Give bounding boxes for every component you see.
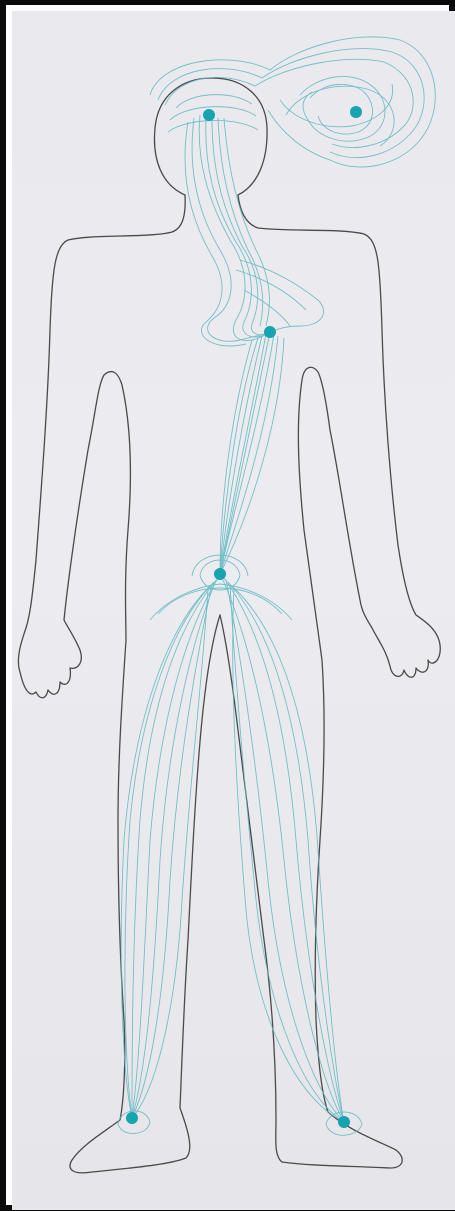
left-side-outline: [18, 195, 220, 1173]
chest-node: [264, 326, 276, 338]
pelvis-node: [214, 568, 226, 580]
head-node: [203, 109, 215, 121]
energy-nodes: [126, 106, 362, 1128]
aura-node: [350, 106, 362, 118]
right-foot-node: [338, 1116, 350, 1128]
left-foot-node: [126, 1112, 138, 1124]
energy-lines: [118, 37, 435, 1135]
right-side-outline: [220, 195, 440, 1168]
body-outline: [18, 78, 440, 1173]
